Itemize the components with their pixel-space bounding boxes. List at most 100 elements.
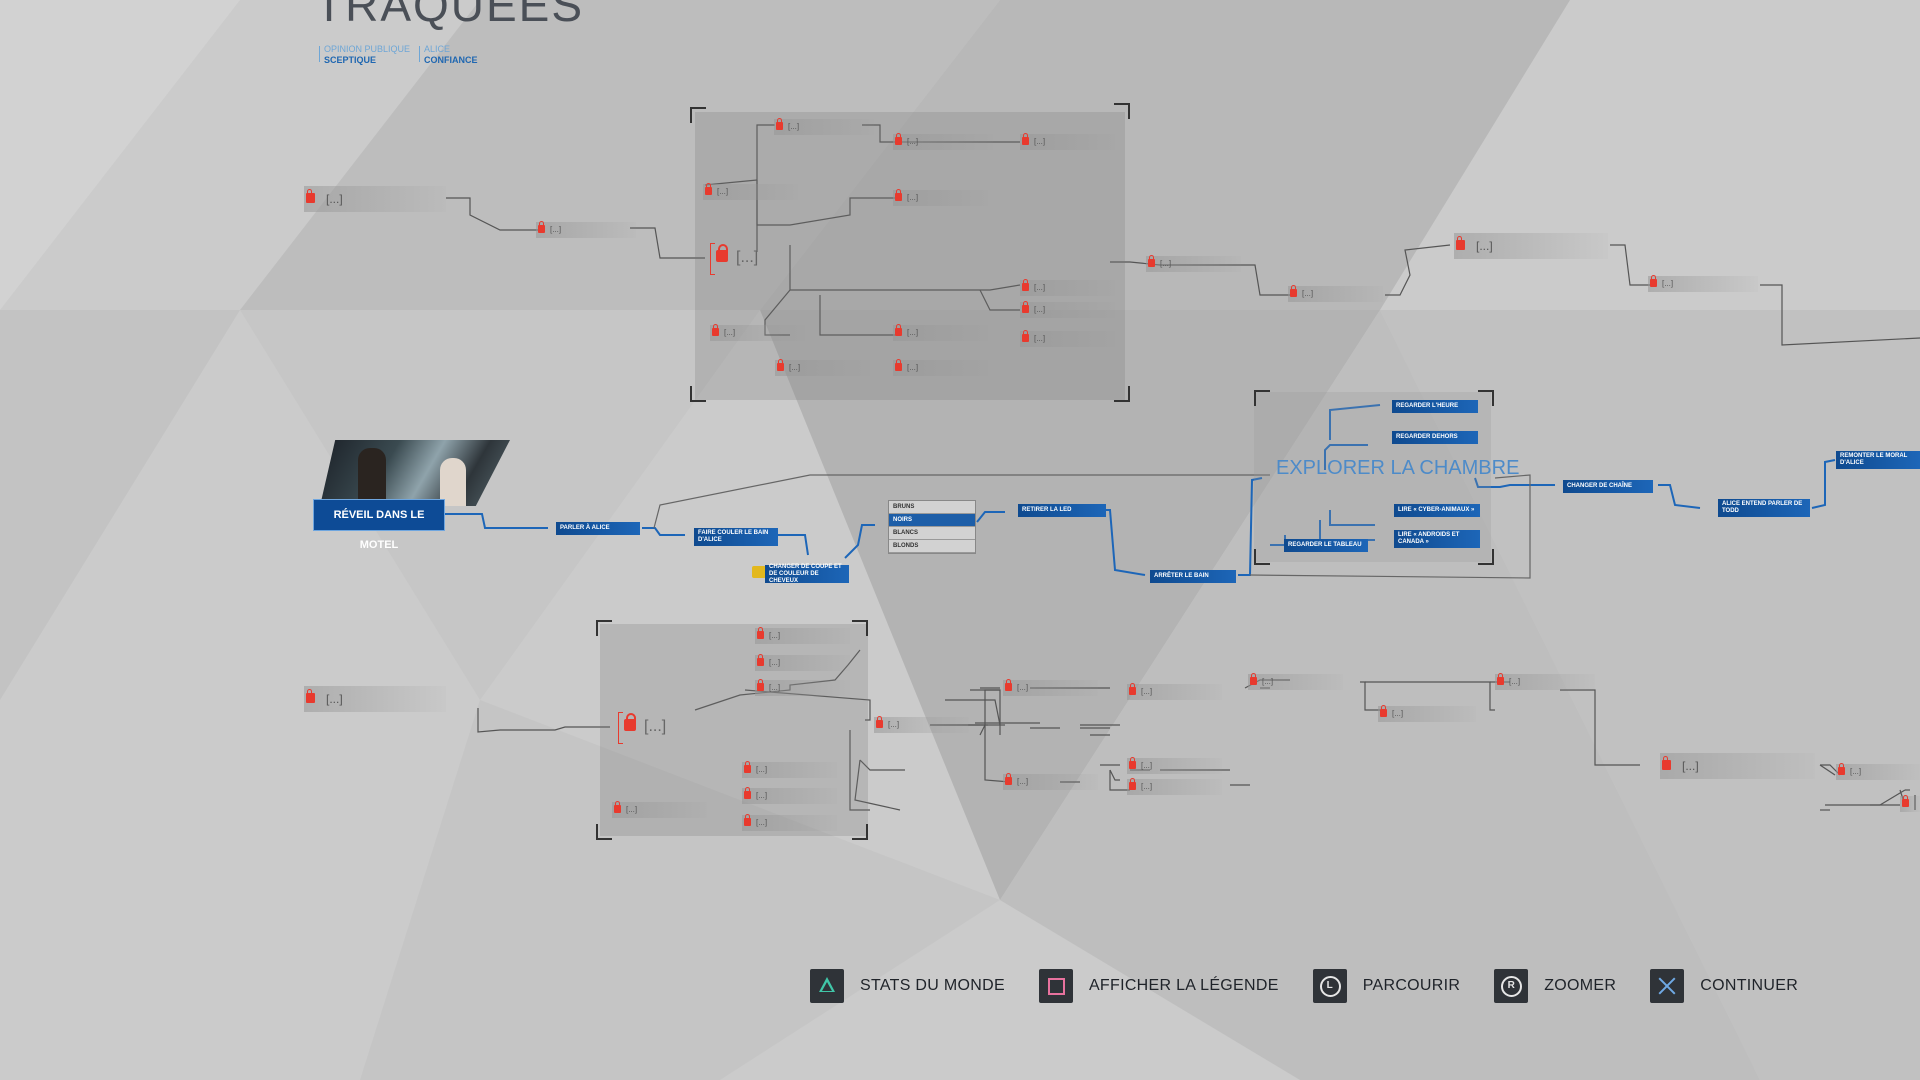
scene-thumbnail xyxy=(320,440,510,506)
locked-node[interactable]: [...] xyxy=(1127,683,1222,700)
choice-blonds[interactable]: BLONDS xyxy=(889,540,975,553)
locked-label: [...] xyxy=(1141,761,1153,770)
controls-bar: STATS DU MONDE AFFICHER LA LÉGENDE L PAR… xyxy=(810,968,1832,1004)
locked-node[interactable]: [...] xyxy=(612,801,707,818)
locked-node[interactable]: [...] xyxy=(893,189,988,206)
lock-icon xyxy=(1005,679,1012,691)
locked-node[interactable]: [...] xyxy=(1020,301,1115,318)
lock-icon xyxy=(705,183,712,195)
locked-node[interactable]: [...] xyxy=(742,787,837,804)
node-changer-coupe[interactable]: CHANGER DE COUPE ET DE COULEUR DE CHEVEU… xyxy=(765,564,849,584)
locked-node[interactable]: [...] xyxy=(536,221,636,238)
locked-node[interactable]: [...] xyxy=(775,359,870,376)
locked-node-main[interactable]: [...] xyxy=(618,712,666,744)
stat-value: CONFIANCE xyxy=(424,55,478,65)
locked-label: [...] xyxy=(1034,283,1046,292)
locked-node[interactable]: [...] xyxy=(1836,763,1920,780)
lock-icon xyxy=(614,801,621,813)
lock-icon xyxy=(1022,133,1029,145)
locked-node-main[interactable]: [...] xyxy=(710,243,758,275)
node-retirer-led[interactable]: RETIRER LA LED xyxy=(1018,504,1106,517)
node-remonter-moral[interactable]: REMONTER LE MORAL D'ALICE xyxy=(1836,451,1920,469)
bracket xyxy=(710,243,715,275)
locked-node[interactable] xyxy=(1900,795,1920,812)
locked-node[interactable]: [...] xyxy=(1648,275,1758,292)
lock-icon xyxy=(757,679,764,691)
lock-icon xyxy=(895,359,902,371)
continue-button[interactable]: CONTINUER xyxy=(1650,969,1798,1003)
node-regarder-heure[interactable]: REGARDER L'HEURE xyxy=(1392,400,1478,413)
frame-corner xyxy=(1114,103,1130,119)
l-stick-icon: L xyxy=(1312,969,1347,1003)
choice-bruns[interactable]: BRUNS xyxy=(889,501,975,514)
lock-icon xyxy=(624,713,636,731)
stats-button[interactable]: STATS DU MONDE xyxy=(810,969,1005,1003)
legend-button[interactable]: AFFICHER LA LÉGENDE xyxy=(1038,969,1279,1003)
locked-node[interactable]: [...] xyxy=(710,324,805,341)
frame-corner xyxy=(1478,549,1494,565)
locked-node[interactable]: [...] xyxy=(1020,279,1115,296)
locked-label: [...] xyxy=(1017,777,1029,786)
locked-node[interactable]: [...] xyxy=(874,716,969,733)
locked-label: [...] xyxy=(756,765,768,774)
node-arreter-bain[interactable]: ARRÊTER LE BAIN xyxy=(1150,570,1236,583)
node-faire-couler[interactable]: FAIRE COULER LE BAIN D'ALICE xyxy=(694,528,778,546)
locked-node[interactable]: [...] xyxy=(893,133,993,150)
stat-public-opinion: OPINION PUBLIQUE SCEPTIQUE xyxy=(318,44,411,66)
node-changer-chaine[interactable]: CHANGER DE CHAÎNE xyxy=(1563,480,1653,493)
locked-node[interactable]: [...] xyxy=(703,183,798,200)
locked-node[interactable]: [...] xyxy=(1495,673,1595,690)
locked-node[interactable]: [...] xyxy=(304,686,446,712)
stat-label: OPINION PUBLIQUE xyxy=(324,44,411,54)
node-regarder-tableau[interactable]: REGARDER LE TABLEAU xyxy=(1284,539,1368,552)
locked-node[interactable]: [...] xyxy=(1003,679,1098,696)
locked-node[interactable]: [...] xyxy=(893,324,988,341)
locked-node[interactable]: [...] xyxy=(1127,757,1222,774)
node-alice-todd[interactable]: ALICE ENTEND PARLER DE TODD xyxy=(1718,499,1810,517)
stat-label: ALICE xyxy=(424,44,451,54)
node-lire-cyber[interactable]: LIRE « CYBER-ANIMAUX » xyxy=(1394,504,1480,517)
lock-icon xyxy=(1148,255,1155,267)
choice-blancs[interactable]: BLANCS xyxy=(889,527,975,540)
node-parler-alice[interactable]: PARLER À ALICE xyxy=(556,522,640,535)
locked-node[interactable]: [...] xyxy=(1020,133,1115,150)
lock-icon xyxy=(1022,330,1029,342)
locked-node[interactable]: [...] xyxy=(742,814,837,831)
character-figure xyxy=(358,448,386,506)
cross-button-icon xyxy=(1650,969,1685,1003)
frame-corner xyxy=(1254,390,1270,406)
locked-node[interactable]: [...] xyxy=(1660,753,1815,779)
lock-icon xyxy=(895,189,902,201)
locked-node[interactable]: [...] xyxy=(1146,255,1241,272)
node-lire-androids[interactable]: LIRE « ANDROIDS ET CANADA » xyxy=(1394,530,1480,548)
lock-icon xyxy=(1380,705,1387,717)
continue-label: CONTINUER xyxy=(1700,977,1799,994)
zoom-button[interactable]: R ZOOMER xyxy=(1494,969,1616,1003)
lock-icon xyxy=(776,118,783,130)
locked-label: [...] xyxy=(724,328,736,337)
locked-node[interactable]: [...] xyxy=(755,654,850,671)
lock-icon xyxy=(895,324,902,336)
choice-noirs[interactable]: NOIRS xyxy=(889,514,975,527)
locked-node[interactable]: [...] xyxy=(755,679,850,696)
locked-node[interactable]: [...] xyxy=(1248,673,1343,690)
start-node[interactable]: RÉVEIL DANS LE MOTEL xyxy=(314,500,444,551)
browse-button[interactable]: L PARCOURIR xyxy=(1312,969,1461,1003)
frame-corner xyxy=(690,386,706,402)
node-regarder-dehors[interactable]: REGARDER DEHORS xyxy=(1392,431,1478,444)
locked-node[interactable]: [...] xyxy=(1454,233,1608,259)
locked-node[interactable]: [...] xyxy=(755,627,850,644)
locked-node[interactable]: [...] xyxy=(1127,778,1222,795)
locked-label: [...] xyxy=(1262,677,1274,686)
locked-node[interactable]: [...] xyxy=(1020,330,1115,347)
locked-node[interactable]: [...] xyxy=(1378,705,1476,722)
locked-branch-block xyxy=(695,112,1125,400)
frame-corner xyxy=(1114,386,1130,402)
frame-corner xyxy=(852,620,868,636)
locked-node[interactable]: [...] xyxy=(1003,773,1098,790)
locked-node[interactable]: [...] xyxy=(893,359,988,376)
locked-node[interactable]: [...] xyxy=(742,761,837,778)
locked-node[interactable]: [...] xyxy=(1288,285,1383,302)
locked-node[interactable]: [...] xyxy=(304,186,446,212)
locked-node[interactable]: [...] xyxy=(774,118,874,135)
